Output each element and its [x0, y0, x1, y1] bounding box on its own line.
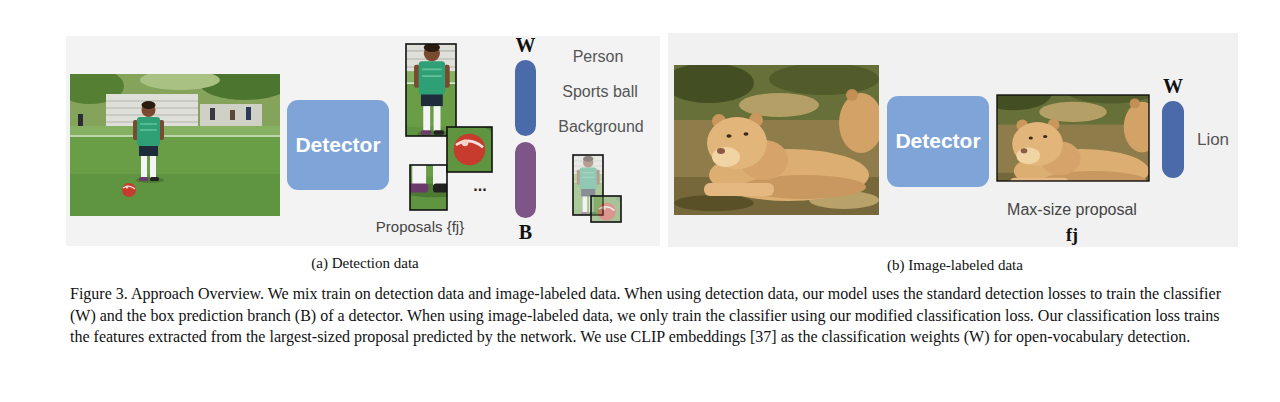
class-name: Lion: [1197, 130, 1229, 150]
subfigure-caption: (b) Image-labeled data: [887, 256, 1023, 274]
class-name: Person: [573, 47, 624, 66]
photo-image: [997, 95, 1149, 181]
subfigure-caption: (a) Detection data: [311, 254, 418, 272]
weight-bar: [1162, 101, 1184, 178]
proposal-label: Max-size proposal: [1007, 200, 1137, 219]
ellipsis: ...: [473, 176, 486, 195]
label-slot: (a) Detection data: [311, 254, 418, 272]
background-crop: [591, 196, 621, 222]
photo-image: [70, 74, 280, 216]
classifier-bar: W: [1159, 75, 1187, 178]
label-slot: Person: [573, 47, 624, 66]
proposal-crop: [410, 165, 447, 210]
photo-image: [674, 65, 879, 215]
crop-outline: [997, 95, 1149, 181]
weight-symbol: W: [1163, 75, 1183, 98]
input-photo: [70, 74, 280, 216]
box-branch-bar: B: [512, 142, 539, 244]
crop-outline: [410, 165, 447, 210]
proposal-label: Proposals {fj}: [376, 218, 464, 236]
classifier-bar: W: [512, 34, 539, 136]
detector-box: Detector: [887, 96, 989, 187]
weight-symbol: B: [519, 221, 532, 244]
crop-outline: [447, 127, 492, 172]
class-name: Background: [558, 117, 643, 136]
weight-symbol: W: [516, 34, 536, 57]
class-name: Sports ball: [562, 82, 638, 101]
figure-caption: Figure 3. Approach Overview. We mix trai…: [70, 283, 1242, 348]
label-slot: Sports ball: [562, 82, 638, 101]
label-slot: Proposals {fj}: [376, 218, 464, 236]
photo-image: [447, 127, 492, 172]
photo-image: [406, 44, 456, 136]
label-slot: fj: [1066, 225, 1078, 247]
box-label: Detector: [295, 133, 380, 157]
detector-box: Detector: [287, 100, 389, 190]
label-slot: Lion: [1197, 130, 1229, 150]
proposal-crop: [997, 95, 1149, 181]
crop-outline: [591, 196, 621, 222]
caption-slot: Figure 3. Approach Overview. We mix trai…: [70, 283, 1242, 348]
weight-bar: [515, 60, 536, 136]
crop-outline: [406, 44, 456, 136]
label-slot: ...: [473, 176, 486, 195]
photo-image: [410, 165, 447, 210]
input-photo: [674, 65, 879, 215]
label-slot: Max-size proposal: [1007, 200, 1137, 219]
box-label: Detector: [895, 129, 980, 153]
weight-bar: [515, 142, 536, 218]
label-slot: Background: [558, 117, 643, 136]
label-slot: (b) Image-labeled data: [887, 256, 1023, 274]
photo-image: [591, 196, 621, 222]
proposal-crop: [447, 127, 492, 172]
feature-symbol: fj: [1066, 225, 1078, 247]
proposal-crop: [406, 44, 456, 136]
